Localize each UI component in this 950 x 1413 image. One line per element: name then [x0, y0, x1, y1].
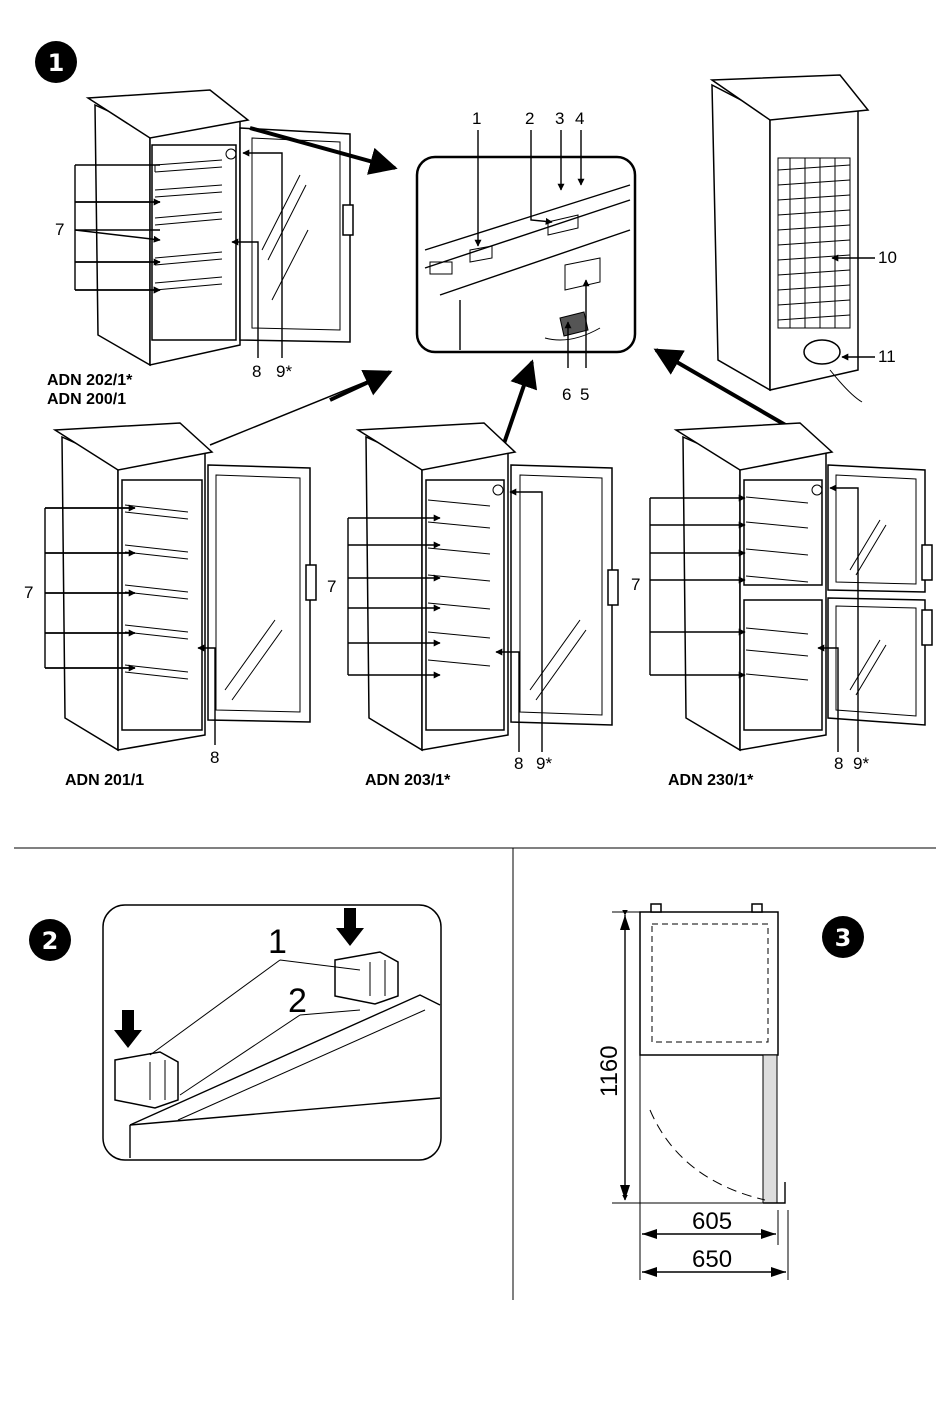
detail-label-1: 1 — [472, 109, 481, 128]
badge-one-number: 1 — [48, 49, 65, 77]
callout-9: 9* — [853, 754, 869, 773]
shelf-label-7: 7 — [327, 577, 336, 596]
spacer-right — [335, 952, 398, 1004]
dimension-height: 1160 — [596, 1045, 623, 1097]
detail-label-3: 3 — [555, 109, 564, 128]
fridge-adn-203: 7 8 9* ADN 203/1* — [327, 423, 618, 789]
callout-8: 8 — [252, 362, 261, 381]
model-name-adn-200: ADN 200/1 — [47, 391, 126, 408]
badge-three-number: 3 — [835, 924, 852, 952]
model-name-adn-230: ADN 230/1* — [668, 772, 754, 789]
spacer-label-1: 1 — [268, 923, 287, 961]
callout-9: 9* — [536, 754, 552, 773]
arrow-to-detail-2 — [330, 372, 390, 400]
spacer-detail-panel: 1 2 — [103, 905, 441, 1160]
shelf-label-7: 7 — [55, 220, 64, 239]
badge-two-icon: 2 — [29, 919, 71, 961]
shelf-label-7: 7 — [24, 583, 33, 602]
callout-8: 8 — [514, 754, 523, 773]
rear-label-11: 11 — [878, 347, 896, 366]
detail-label-6: 6 — [562, 385, 571, 404]
dimensions-diagram: 1160 605 650 — [596, 904, 788, 1280]
shelf-label-7: 7 — [631, 575, 640, 594]
compressor — [804, 340, 840, 364]
badge-three-icon: 3 — [822, 916, 864, 958]
badge-two-number: 2 — [42, 927, 59, 955]
dimension-width-605: 605 — [692, 1208, 732, 1235]
model-name-adn-202: ADN 202/1* — [47, 372, 133, 389]
model-name-adn-203: ADN 203/1* — [365, 772, 451, 789]
detail-control-panel: 1 2 3 4 5 6 — [417, 109, 635, 404]
callout-8: 8 — [834, 754, 843, 773]
model-name-adn-201: ADN 201/1 — [65, 772, 144, 789]
spacer-label-2: 2 — [288, 982, 307, 1020]
fridge-adn-201: 7 8 ADN 201/1 — [24, 423, 316, 789]
detail-label-2: 2 — [525, 109, 534, 128]
detail-label-5: 5 — [580, 385, 589, 404]
arrow-to-detail-3 — [500, 362, 532, 455]
fridge-top-left: 7 8 9* ADN 202/1* ADN 200/1 — [47, 90, 353, 408]
callout-9: 9* — [276, 362, 292, 381]
spacer-left — [115, 1052, 178, 1108]
detail-label-4: 4 — [575, 109, 584, 128]
dimension-width-650: 650 — [692, 1246, 732, 1273]
badge-one-icon: 1 — [35, 41, 77, 83]
rear-label-10: 10 — [878, 248, 897, 267]
fridge-rear-view: 10 11 — [712, 75, 897, 402]
fridge-adn-230: 7 8 9* ADN 230/1* — [631, 423, 932, 789]
callout-8: 8 — [210, 748, 219, 767]
